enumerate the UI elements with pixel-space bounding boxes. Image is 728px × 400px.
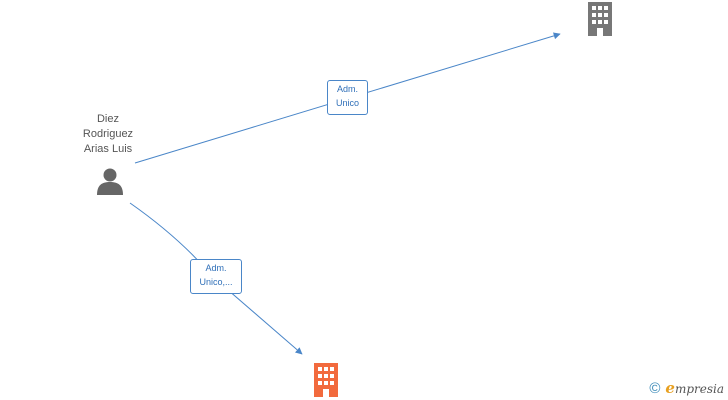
brand-initial: e bbox=[665, 379, 675, 397]
relation-label-top[interactable]: Adm. Unico bbox=[327, 80, 368, 115]
brand-rest: mpresia bbox=[674, 382, 724, 396]
brand-logo[interactable]: empresia bbox=[665, 380, 724, 397]
person-icon[interactable] bbox=[96, 167, 124, 195]
footer-brand: © empresia bbox=[649, 380, 724, 397]
person-name-label[interactable]: Diez Rodriguez Arias Luis bbox=[82, 113, 134, 155]
copyright-icon: © bbox=[649, 379, 661, 397]
relation-label-bottom[interactable]: Adm. Unico,... bbox=[190, 259, 242, 294]
building-icon[interactable] bbox=[586, 2, 614, 36]
building-icon[interactable] bbox=[312, 363, 340, 397]
